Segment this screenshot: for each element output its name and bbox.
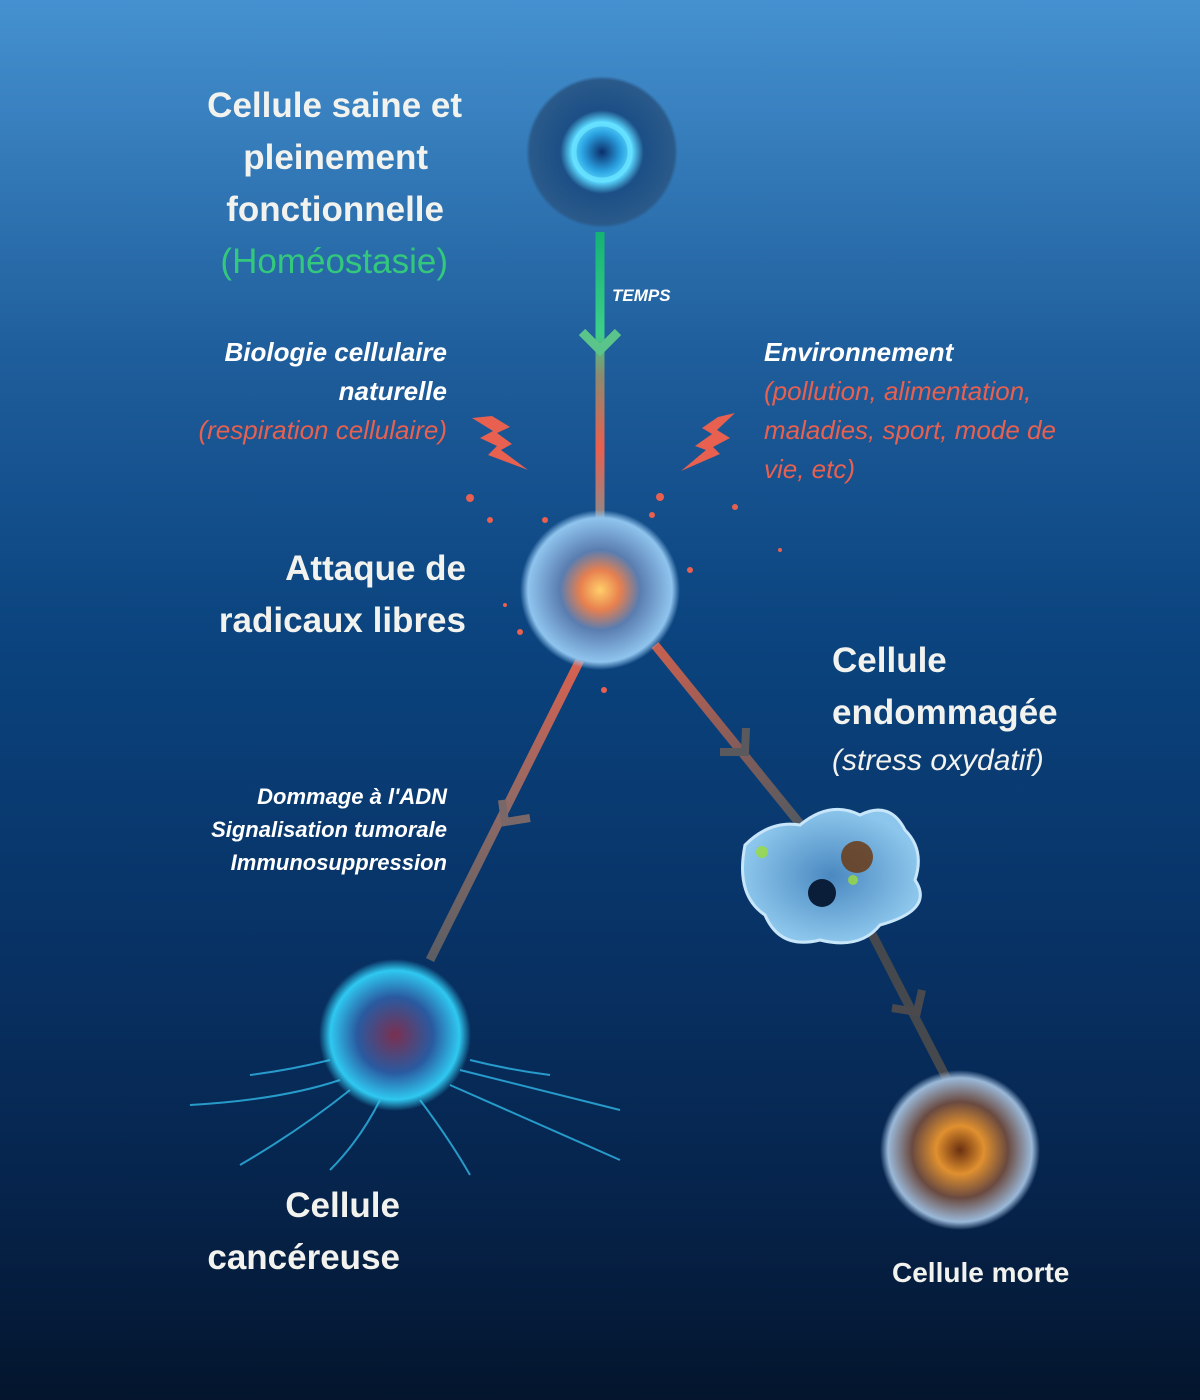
biology-note: (respiration cellulaire) — [198, 415, 447, 445]
cancer-cell-title: Cellule cancéreuse — [207, 1180, 400, 1284]
attacked-cell-image — [466, 493, 782, 693]
healthy-cell-image — [526, 76, 678, 228]
environment-note-line: (pollution, alimentation, — [764, 376, 1032, 406]
damaged-title-line: Cellule — [832, 641, 947, 680]
effect-item: Dommage à l'ADN — [257, 784, 447, 809]
biology-title-line: Biologie cellulaire — [224, 337, 447, 367]
arrow-to-damaged — [651, 642, 809, 833]
effects-list: Dommage à l'ADN Signalisation tumorale I… — [211, 780, 447, 879]
biology-block: Biologie cellulaire naturelle (respirati… — [198, 333, 447, 450]
damaged-cell-title: Cellule endommagée (stress oxydatif) — [832, 635, 1058, 783]
attack-title-line: radicaux libres — [218, 601, 466, 640]
healthy-title-line: Cellule saine et — [207, 86, 462, 125]
biology-title-line: naturelle — [338, 376, 447, 406]
healthy-title-line: pleinement — [243, 138, 428, 177]
dead-cell-image — [880, 1070, 1040, 1230]
attack-title-line: Attaque de — [285, 549, 466, 588]
attack-title: Attaque de radicaux libres — [219, 543, 466, 647]
environment-block: Environnement (pollution, alimentation, … — [764, 333, 1056, 489]
cancer-title-line: cancéreuse — [207, 1238, 400, 1277]
effect-item: Signalisation tumorale — [211, 817, 447, 842]
environment-note-line: maladies, sport, mode de — [764, 415, 1056, 445]
arrow-to-cancer — [425, 657, 585, 963]
homeostasis-note: (Homéostasie) — [220, 242, 448, 281]
healthy-title-line: fonctionnelle — [226, 190, 444, 229]
lightning-icon-right — [681, 413, 735, 471]
oxidative-stress-note: (stress oxydatif) — [832, 744, 1044, 777]
arrow-time — [578, 232, 622, 520]
environment-note-line: vie, etc) — [764, 454, 856, 484]
dead-cell-title: Cellule morte — [892, 1257, 1070, 1288]
lightning-icon-left — [472, 416, 528, 470]
cancer-title-line: Cellule — [285, 1186, 400, 1225]
arrow-to-dead — [866, 927, 954, 1088]
healthy-cell-title: Cellule saine et pleinement fonctionnell… — [207, 80, 462, 288]
damaged-cell-image — [741, 807, 922, 945]
environment-title: Environnement — [764, 337, 954, 367]
damaged-title-line: endommagée — [832, 693, 1058, 732]
cancer-cell-image — [189, 959, 621, 1176]
time-label: TEMPS — [612, 286, 671, 305]
effect-item: Immunosuppression — [230, 850, 447, 875]
